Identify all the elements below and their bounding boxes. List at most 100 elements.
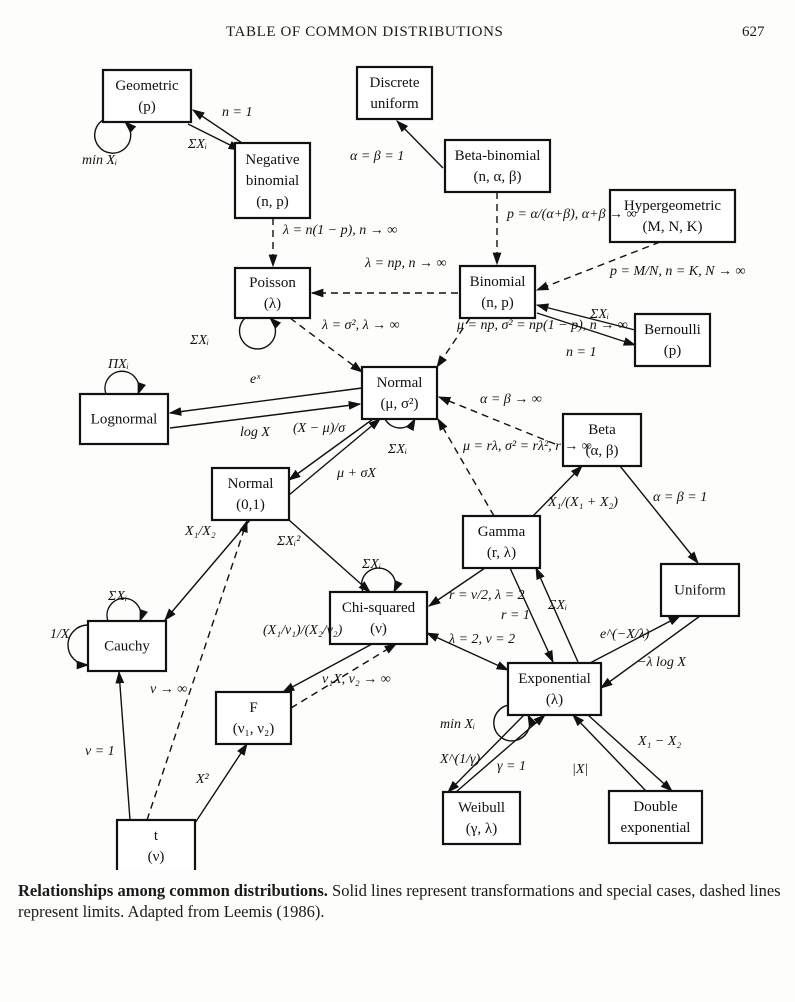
edge-gamma-to-exponential xyxy=(509,567,554,664)
node-label: (p) xyxy=(664,343,682,359)
edge-gamma-to-beta xyxy=(532,465,583,517)
node-chi-squared: Chi-squared(ν) xyxy=(328,590,429,646)
edge-lognormal-to-normal xyxy=(169,401,362,429)
node-label: Double xyxy=(633,799,678,815)
self-loop-label: ΣXᵢ xyxy=(361,557,381,572)
edge-beta-to-normal xyxy=(437,396,556,445)
node-box xyxy=(461,514,542,570)
edge-exponential-to-uniform xyxy=(589,615,682,664)
edge-label: ν₁X, ν₂ → ∞ xyxy=(322,672,391,687)
edge-chi-squared-to-exponential xyxy=(425,632,510,671)
node-label: Weibull xyxy=(458,800,505,816)
edge-std-normal-to-normal xyxy=(288,418,381,496)
node-label: (n, p) xyxy=(481,295,514,311)
node-box xyxy=(360,365,439,421)
node-box xyxy=(210,466,291,522)
node-beta-binomial: Beta-binomial (n, α, β) xyxy=(443,138,552,194)
node-label: Poisson xyxy=(249,275,296,291)
edge-label: ΣXᵢ xyxy=(589,307,609,322)
node-double-exponential: Double exponential xyxy=(607,789,704,845)
self-loop-label: 1/X xyxy=(50,627,70,642)
edge-label: log X xyxy=(240,425,270,440)
node-label: (μ, σ²) xyxy=(380,396,418,412)
node-box xyxy=(214,690,293,746)
edge-exponential-to-gamma xyxy=(535,566,579,663)
node-label: Bernoulli xyxy=(644,322,701,338)
edge-t-to-std-normal xyxy=(146,519,248,821)
node-label: Beta xyxy=(588,422,616,438)
node-label: Binomial xyxy=(470,274,526,290)
edge-normal-to-lognormal xyxy=(168,387,363,416)
edge-gamma-to-normal xyxy=(437,417,495,517)
edge-uniform-to-exponential xyxy=(599,615,701,689)
node-box xyxy=(233,266,312,320)
caption-title: Relationships among common distributions… xyxy=(18,881,328,900)
node-box xyxy=(443,138,552,194)
self-loop-exponential xyxy=(493,704,537,742)
edge-label: r = 1 xyxy=(501,608,530,623)
node-box xyxy=(115,818,197,870)
node-label: Discrete xyxy=(370,75,420,91)
page-header: TABLE OF COMMON DISTRIBUTIONS 627 xyxy=(0,24,795,44)
node-hypergeometric: Hypergeometric (M, N, K) xyxy=(608,188,737,244)
node-box xyxy=(86,619,168,673)
self-loop-label: ΣXᵢ xyxy=(107,589,127,604)
node-label: Geometric xyxy=(115,78,179,94)
node-label: Negative xyxy=(245,152,299,168)
node-normal: Normal(μ, σ²) xyxy=(360,365,439,421)
node-label: exponential xyxy=(621,820,691,836)
edge-label: λ = 2, ν = 2 xyxy=(448,632,515,647)
node-label: Beta-binomial xyxy=(455,148,541,164)
node-std-normal: Normal(0,1) xyxy=(210,466,291,522)
self-loop-label: min Xᵢ xyxy=(440,717,475,732)
edge-chi-squared-to-f xyxy=(281,643,373,693)
node-label: (M, N, K) xyxy=(643,219,703,235)
self-loop-label: ΣXᵢ xyxy=(189,333,209,348)
node-beta: Beta(α, β) xyxy=(561,412,643,468)
node-label: t xyxy=(154,828,159,844)
edge-label: λ = σ², λ → ∞ xyxy=(321,318,400,333)
node-label: Normal xyxy=(228,476,274,492)
self-loop-lognormal xyxy=(104,370,146,396)
self-loop-label: ΠXᵢ xyxy=(107,357,129,372)
node-label: (γ, λ) xyxy=(466,821,497,837)
edge-t-to-cauchy xyxy=(115,670,131,821)
edge-label: |X| xyxy=(572,762,588,777)
running-head: TABLE OF COMMON DISTRIBUTIONS xyxy=(226,24,504,40)
node-label: Cauchy xyxy=(104,639,150,655)
edge-binomial-to-normal xyxy=(436,317,471,369)
node-label: F xyxy=(249,700,257,716)
node-label: Lognormal xyxy=(91,412,158,428)
edge-f-to-chi-squared xyxy=(290,643,398,709)
node-label: Hypergeometric xyxy=(624,198,722,214)
edge-label: n = 1 xyxy=(222,105,252,120)
edge-label: p = α/(α+β), α+β → ∞ xyxy=(506,207,637,222)
node-box xyxy=(561,412,643,468)
node-exponential: Exponential (λ) xyxy=(506,661,603,717)
node-label: (p) xyxy=(138,99,156,115)
self-loop-geometric xyxy=(94,119,137,154)
edge-gamma-to-chi-squared xyxy=(427,567,486,607)
edge-hypergeometric-to-binomial xyxy=(535,241,661,291)
edge-label: λ = np, n → ∞ xyxy=(364,256,447,271)
page-number: 627 xyxy=(742,24,765,40)
self-loop-poisson xyxy=(238,317,282,350)
node-f: F(ν₁, ν₂) xyxy=(214,690,293,746)
node-label: (n, α, β) xyxy=(474,169,522,185)
edge-geometric-to-negative-binomial xyxy=(187,123,242,151)
node-label: Exponential xyxy=(518,671,590,687)
node-label: Chi-squared xyxy=(342,600,416,616)
edge-label: ν = 1 xyxy=(85,744,115,759)
edge-label: ΣXᵢ xyxy=(187,137,207,152)
edge-binomial-to-bernoulli xyxy=(536,312,637,346)
node-box xyxy=(441,790,522,846)
edge-label: e^(−X/λ) xyxy=(600,627,650,642)
node-box xyxy=(659,562,741,618)
edge-label: λ = n(1 − p), n → ∞ xyxy=(282,223,397,238)
self-loop-chi-squared xyxy=(360,567,403,594)
node-binomial: Binomial (n, p) xyxy=(458,264,537,320)
self-loop-cauchy xyxy=(106,597,148,623)
node-label: (ν) xyxy=(148,849,165,865)
node-label: (λ) xyxy=(546,692,563,708)
